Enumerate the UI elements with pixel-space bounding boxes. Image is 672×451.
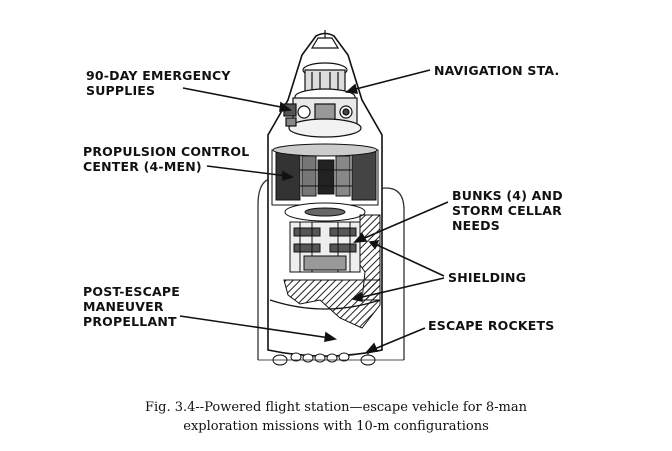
- label-bunks: BUNKS (4) AND STORM CELLAR NEEDS: [452, 188, 563, 233]
- nose-tip: [310, 30, 340, 49]
- label-escape-rockets: ESCAPE ROCKETS: [428, 318, 555, 333]
- label-propulsion-control: PROPULSION CONTROL CENTER (4-MEN): [83, 144, 250, 174]
- navigation-module: [288, 62, 362, 138]
- caption-line-2: exploration missions with 10-m configura…: [183, 419, 489, 434]
- label-post-escape-propellant: POST-ESCAPE MANEUVER PROPELLANT: [83, 284, 180, 329]
- label-navigation-station: NAVIGATION STA.: [434, 63, 560, 78]
- caption-line-1: Fig. 3.4--Powered flight station—escape …: [144, 400, 528, 415]
- label-emergency-supplies: 90-DAY EMERGENCY SUPPLIES: [86, 68, 231, 98]
- label-shielding: SHIELDING: [448, 270, 527, 285]
- propulsion-control-center: [271, 143, 379, 222]
- bunks-storm-cellar: [289, 221, 361, 273]
- figure-caption: Fig. 3.4--Powered flight station—escape …: [0, 398, 672, 436]
- leader-lines: [179, 69, 449, 353]
- escape-rocket-nozzles: [258, 352, 404, 366]
- propellant-tank: [269, 299, 381, 310]
